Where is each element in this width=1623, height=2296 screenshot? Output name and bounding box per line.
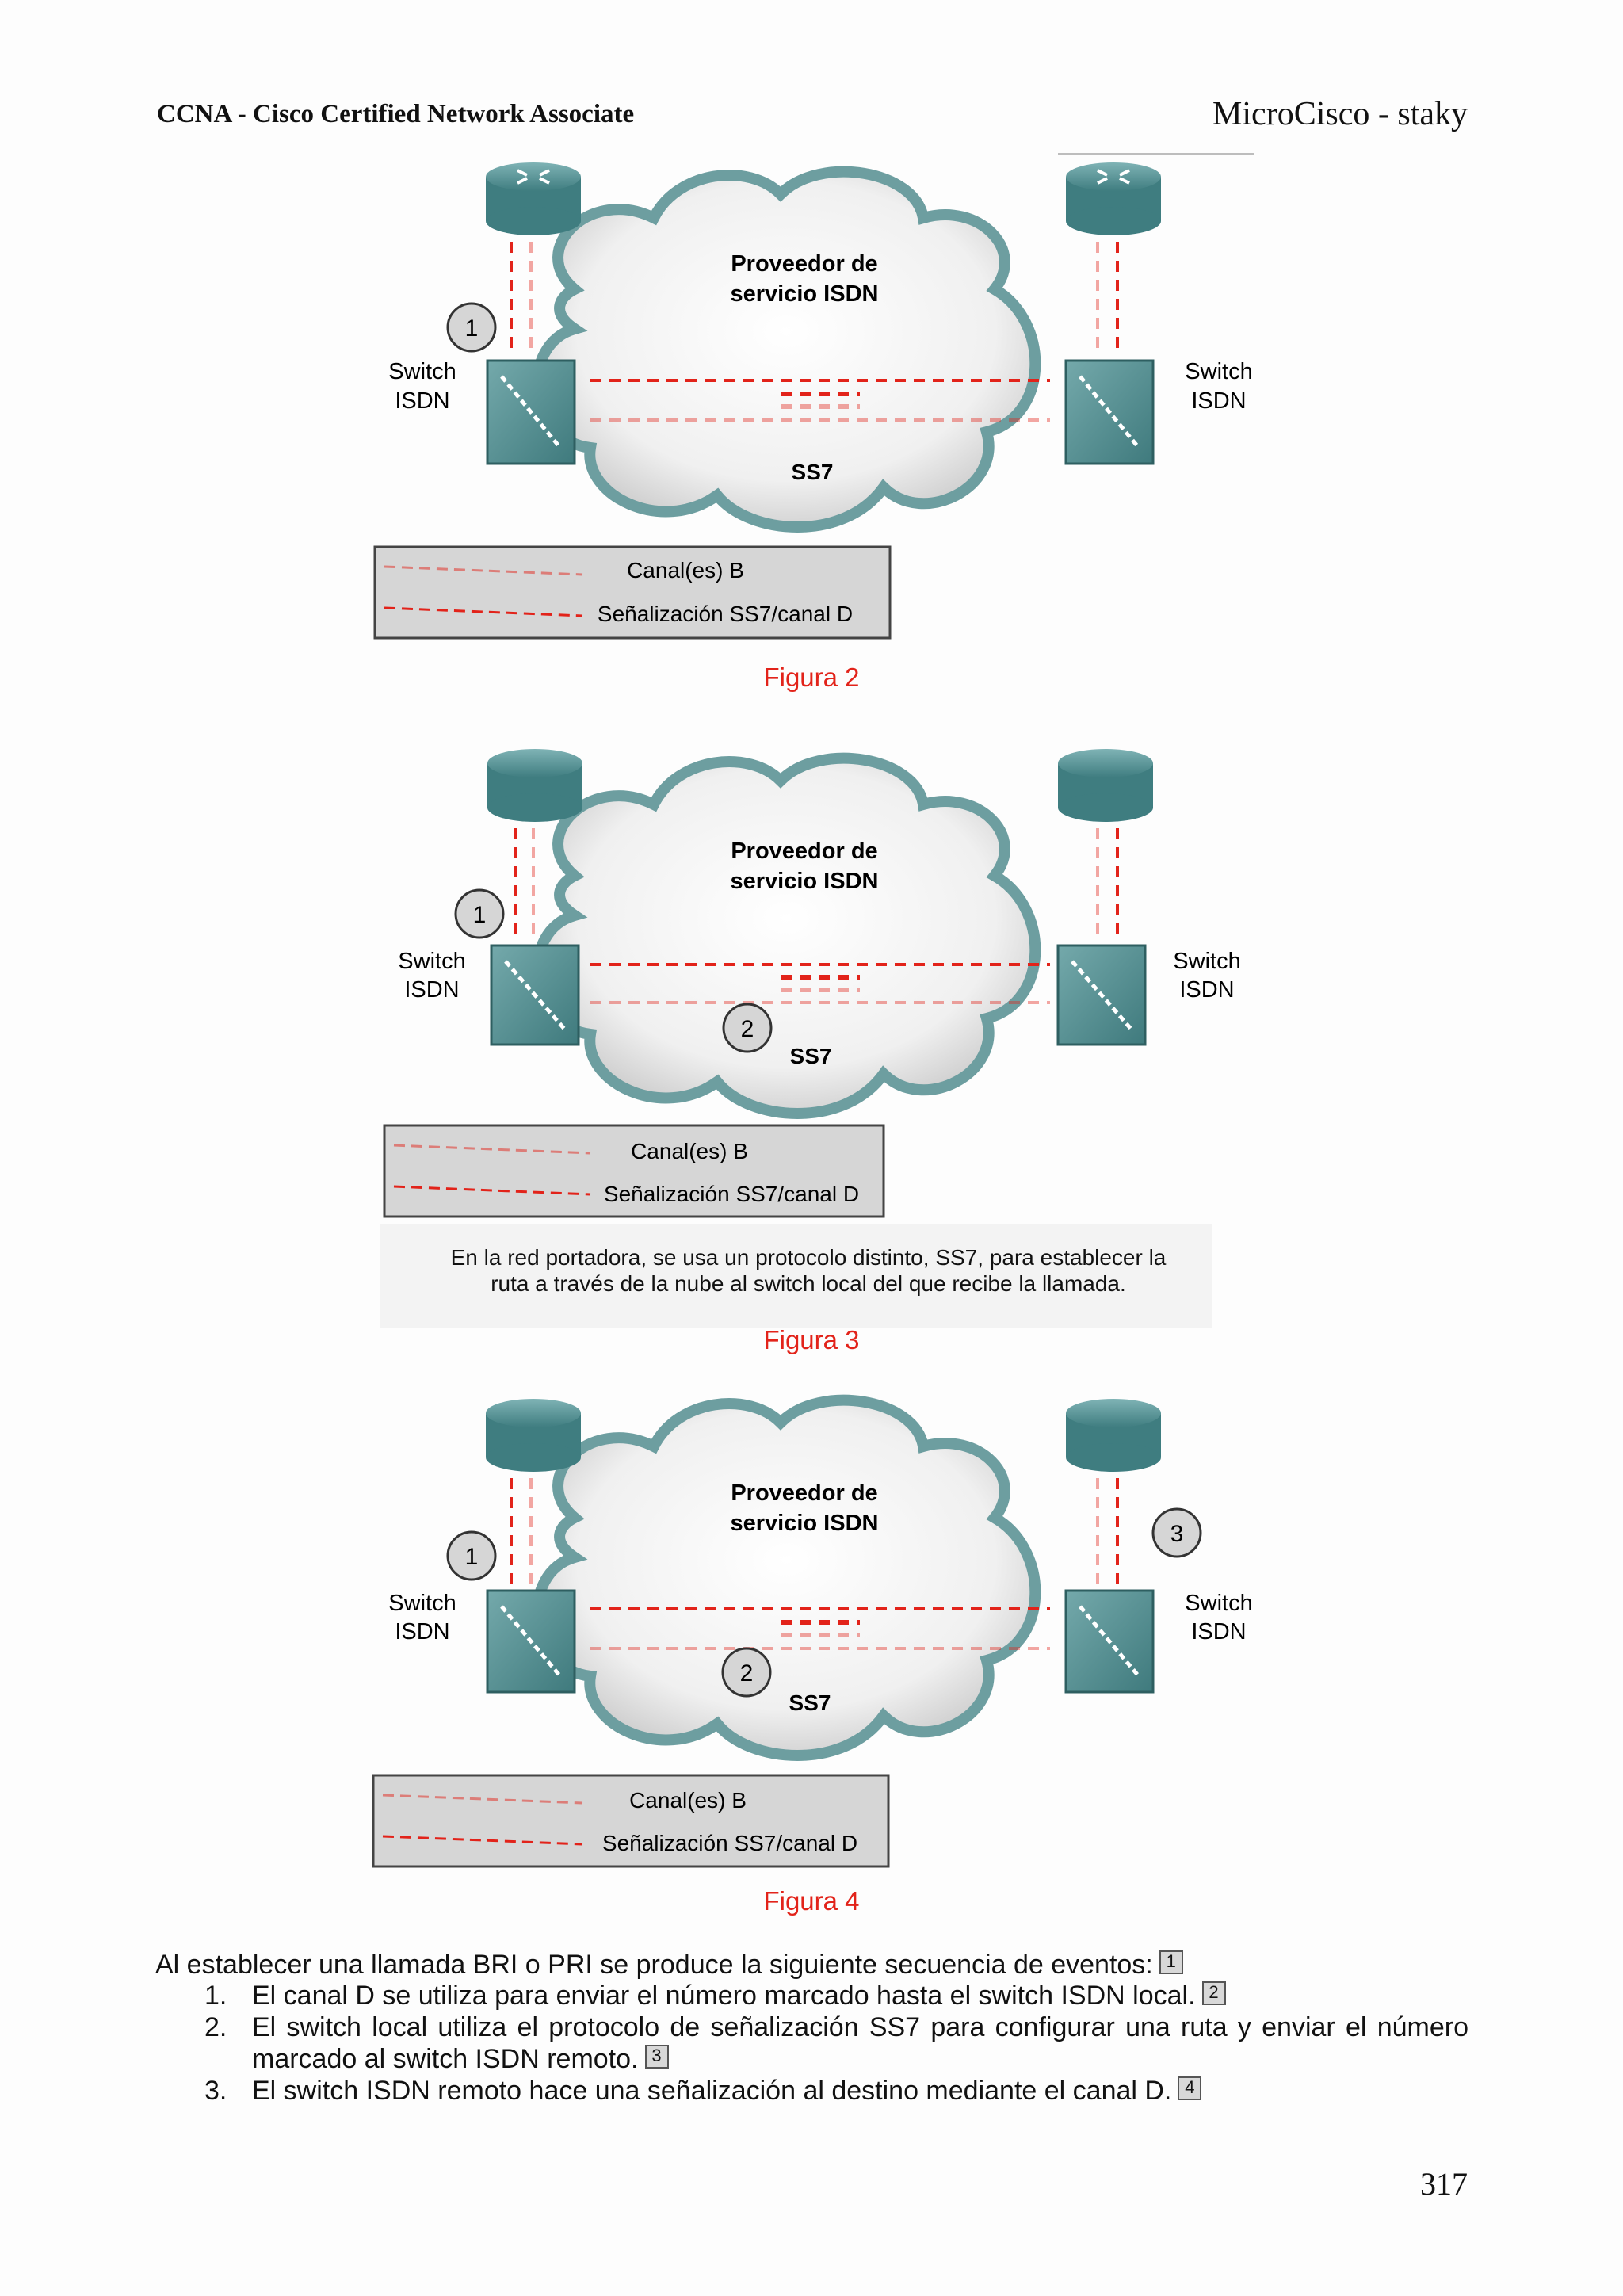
list-item-number: 1. [204,1981,227,2011]
list-item: 3. El switch ISDN remoto hace una señaliz… [197,2075,1468,2107]
switch-right-label-1: Switch [1173,949,1240,974]
switch-right-label-1: Switch [1185,359,1252,384]
switch-left-label-2: ISDN [395,388,449,414]
step-marker-1: 1 [446,302,497,353]
router-right [1058,749,1153,822]
cloud-title-line1: Proveedor de [731,251,877,277]
router-left [486,1399,581,1472]
signal-lines [514,828,1119,1004]
svg-text:1: 1 [465,315,479,342]
switch-left-label-1: Switch [388,359,456,384]
switch-left-label-2: ISDN [404,977,459,1003]
isdn-diagram: 1 Proveedor de servicio ISDN SS7 Switch … [373,162,1253,640]
figure-3-note-panel [380,1224,1212,1328]
legend: Canal(es) B Señalización SS7/canal D [373,545,892,640]
step-marker-3: 3 [1151,1507,1202,1558]
cloud-shape [532,166,1041,533]
switch-left [490,944,580,1046]
ss7-label: SS7 [790,1044,832,1068]
router-left [486,162,581,235]
legend-b: Canal(es) B [629,1788,747,1813]
router-left [487,749,582,822]
legend: Canal(es) B Señalización SS7/canal D [372,1774,890,1868]
page-number: 317 [1420,2166,1468,2202]
switch-right [1064,1589,1155,1694]
figure-2-caption: Figura 2 [763,663,860,692]
header-left: CCNA - Cisco Certified Network Associate [157,100,635,128]
cloud-title-line1: Proveedor de [731,1480,877,1506]
svg-text:3: 3 [1170,1521,1184,1547]
step-marker-2: 2 [722,1003,773,1053]
isdn-diagram: 1 2 Proveedor de servicio ISDN SS7 Switc… [383,749,1241,1218]
list-item-number: 2. [204,2012,227,2042]
svg-text:2: 2 [741,1016,754,1042]
header-rule [1058,153,1254,155]
switch-right-label-2: ISDN [1191,1619,1246,1645]
switch-right-label-1: Switch [1185,1591,1252,1616]
legend: Canal(es) B Señalización SS7/canal D [383,1124,885,1218]
reference-marker[interactable]: 3 [644,2045,669,2069]
figure-4-caption: Figura 4 [763,1886,860,1916]
isdn-diagram: 1 2 3 Proveedor de servicio ISDN SS7 Swi… [372,1394,1253,1868]
svg-text:1: 1 [465,1544,479,1570]
ss7-label: SS7 [792,460,834,484]
switch-left-label-2: ISDN [395,1619,449,1645]
switch-left [486,359,576,465]
signal-lines [510,242,1119,422]
legend-d: Señalización SS7/canal D [602,1831,857,1855]
router-right [1066,1399,1161,1472]
list-item-text: El canal D se utiliza para enviar el núm… [252,1981,1196,2011]
step-marker-1: 1 [454,888,505,939]
switch-right [1064,359,1155,465]
cloud-shape [532,752,1041,1119]
legend-b: Canal(es) B [631,1139,748,1163]
event-list: 1. El canal D se utiliza para enviar el n… [197,1980,1468,2107]
signal-lines [510,1478,1119,1650]
header-right: MicroCisco - staky [1212,96,1468,132]
switch-right-label-2: ISDN [1179,977,1234,1003]
legend-d: Señalización SS7/canal D [604,1182,859,1206]
sequence-intro: Al establecer una llamada BRI o PRI se p… [155,1950,1183,1981]
list-item-text: El switch ISDN remoto hace una señalizac… [252,2076,1172,2106]
svg-text:2: 2 [740,1660,754,1687]
router-right [1066,162,1161,235]
figure-2: 1 Proveedor de servicio ISDN SS7 Switch … [369,155,1256,654]
figure-3-note: En la red portadora, se usa un protocolo… [450,1245,1167,1296]
switch-left-label-1: Switch [398,949,465,974]
step-marker-2: 2 [721,1647,772,1698]
svg-text:1: 1 [473,902,487,928]
cloud-title-line2: servicio ISDN [731,1511,879,1536]
legend-b: Canal(es) B [627,558,744,583]
reference-marker[interactable]: 4 [1178,2076,1202,2100]
reference-marker[interactable]: 1 [1159,1950,1183,1974]
switch-right [1056,944,1147,1046]
ss7-label: SS7 [789,1690,831,1715]
reference-marker[interactable]: 2 [1201,1981,1226,2005]
cloud-title-line2: servicio ISDN [731,281,879,307]
list-item: 1. El canal D se utiliza para enviar el n… [197,1980,1468,2011]
cloud-title-line2: servicio ISDN [731,869,879,894]
cloud-shape [532,1394,1041,1761]
list-item-text: El switch local utiliza el protocolo de … [252,2012,1468,2074]
list-item: 2. El switch local utiliza el protocolo d… [197,2011,1468,2075]
figure-3: 1 2 Proveedor de servicio ISDN SS7 Switc… [369,741,1256,1224]
figure-3-caption: Figura 3 [763,1325,860,1354]
list-item-number: 3. [204,2076,227,2106]
sequence-intro-text: Al establecer una llamada BRI o PRI se p… [155,1950,1153,1980]
switch-right-label-2: ISDN [1191,388,1246,414]
step-marker-1: 1 [446,1530,497,1581]
switch-left [486,1589,576,1694]
switch-left-label-1: Switch [388,1591,456,1616]
cloud-title-line1: Proveedor de [731,839,877,864]
figure-4: 1 2 3 Proveedor de servicio ISDN SS7 Swi… [369,1383,1256,1874]
legend-d: Señalización SS7/canal D [598,602,853,626]
